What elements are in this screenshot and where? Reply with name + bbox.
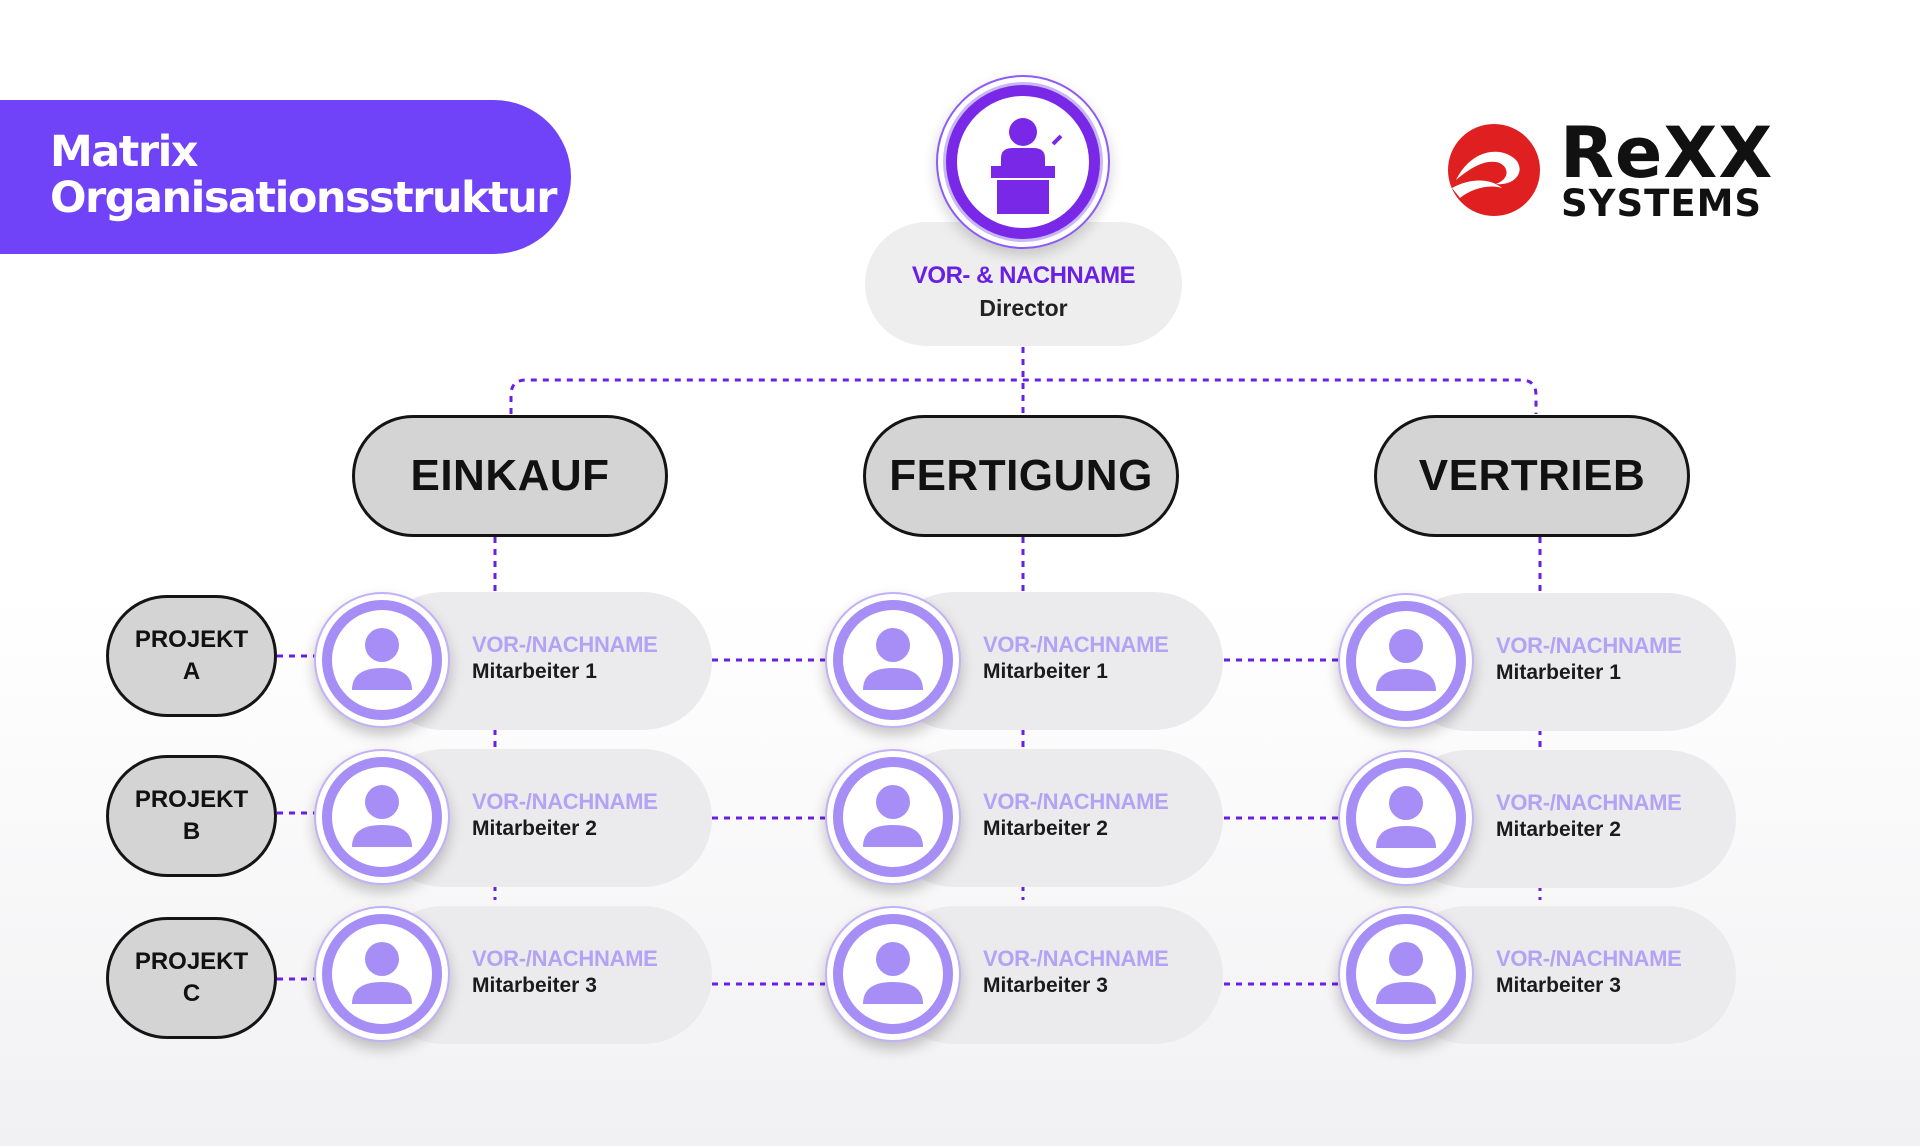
employee-card-fertigung-2: VOR-/NACHNAME Mitarbeiter 2: [825, 749, 1223, 887]
department-vertrieb: VERTRIEB: [1374, 415, 1690, 537]
project-c-letter: C: [182, 980, 201, 1007]
project-a-letter: A: [182, 658, 201, 685]
employee-role: Mitarbeiter 1: [472, 660, 597, 683]
employee-role: Mitarbeiter 1: [983, 660, 1108, 683]
rexx-swoosh-icon: [1448, 124, 1540, 216]
person-icon: [863, 628, 923, 690]
employee-card-vertrieb-3: VOR-/NACHNAME Mitarbeiter 3: [1338, 906, 1736, 1044]
employee-card-vertrieb-1: VOR-/NACHNAME Mitarbeiter 1: [1338, 593, 1736, 731]
project-c: PROJEKT C: [106, 917, 277, 1039]
logo-wordmark: ReXX: [1560, 112, 1774, 194]
title-line-1: Matrix: [50, 127, 199, 177]
project-a-label: PROJEKT: [134, 626, 249, 653]
department-fertigung: FERTIGUNG: [863, 415, 1179, 537]
rexx-logo: ReXX SYSTEMS: [1446, 112, 1776, 230]
project-b-label: PROJEKT: [134, 786, 249, 813]
person-icon: [1376, 786, 1436, 848]
employee-name: VOR-/NACHNAME: [1496, 790, 1682, 815]
project-a: PROJEKT A: [106, 595, 277, 717]
employee-name: VOR-/NACHNAME: [1496, 633, 1682, 658]
project-b-letter: B: [182, 818, 201, 845]
project-c-label: PROJEKT: [134, 948, 249, 975]
person-icon: [352, 628, 412, 690]
employee-role: Mitarbeiter 2: [472, 817, 597, 840]
title-banner: Matrix Organisationsstruktur: [0, 100, 571, 254]
person-icon: [1376, 942, 1436, 1004]
employee-card-einkauf-2: VOR-/NACHNAME Mitarbeiter 2: [314, 749, 712, 887]
employee-name: VOR-/NACHNAME: [472, 789, 658, 814]
person-icon: [352, 785, 412, 847]
employee-role: Mitarbeiter 3: [983, 974, 1108, 997]
title-line-2: Organisationsstruktur: [50, 173, 558, 223]
person-icon: [863, 942, 923, 1004]
employee-card-fertigung-1: VOR-/NACHNAME Mitarbeiter 1: [825, 592, 1223, 730]
person-icon: [1376, 629, 1436, 691]
project-b: PROJEKT B: [106, 755, 277, 877]
director-name: VOR- & NACHNAME: [911, 262, 1136, 289]
employee-name: VOR-/NACHNAME: [472, 946, 658, 971]
director-avatar: [936, 75, 1110, 249]
employee-name: VOR-/NACHNAME: [983, 632, 1169, 657]
employee-name: VOR-/NACHNAME: [1496, 946, 1682, 971]
person-icon: [352, 942, 412, 1004]
employee-role: Mitarbeiter 1: [1496, 661, 1621, 684]
employee-role: Mitarbeiter 2: [983, 817, 1108, 840]
podium-speaker-icon: [991, 118, 1063, 214]
employee-card-einkauf-3: VOR-/NACHNAME Mitarbeiter 3: [314, 906, 712, 1044]
employee-card-einkauf-1: VOR-/NACHNAME Mitarbeiter 1: [314, 592, 712, 730]
employee-name: VOR-/NACHNAME: [983, 789, 1169, 814]
department-einkauf: EINKAUF: [352, 415, 668, 537]
employee-card-fertigung-3: VOR-/NACHNAME Mitarbeiter 3: [825, 906, 1223, 1044]
person-icon: [863, 785, 923, 847]
director-role: Director: [979, 295, 1068, 321]
employee-role: Mitarbeiter 3: [1496, 974, 1621, 997]
employee-name: VOR-/NACHNAME: [472, 632, 658, 657]
employee-role: Mitarbeiter 2: [1496, 818, 1621, 841]
logo-subtitle: SYSTEMS: [1561, 182, 1763, 225]
employee-card-vertrieb-2: VOR-/NACHNAME Mitarbeiter 2: [1338, 750, 1736, 888]
connector-top-bus: [509, 378, 1538, 414]
employee-role: Mitarbeiter 3: [472, 974, 597, 997]
employee-name: VOR-/NACHNAME: [983, 946, 1169, 971]
